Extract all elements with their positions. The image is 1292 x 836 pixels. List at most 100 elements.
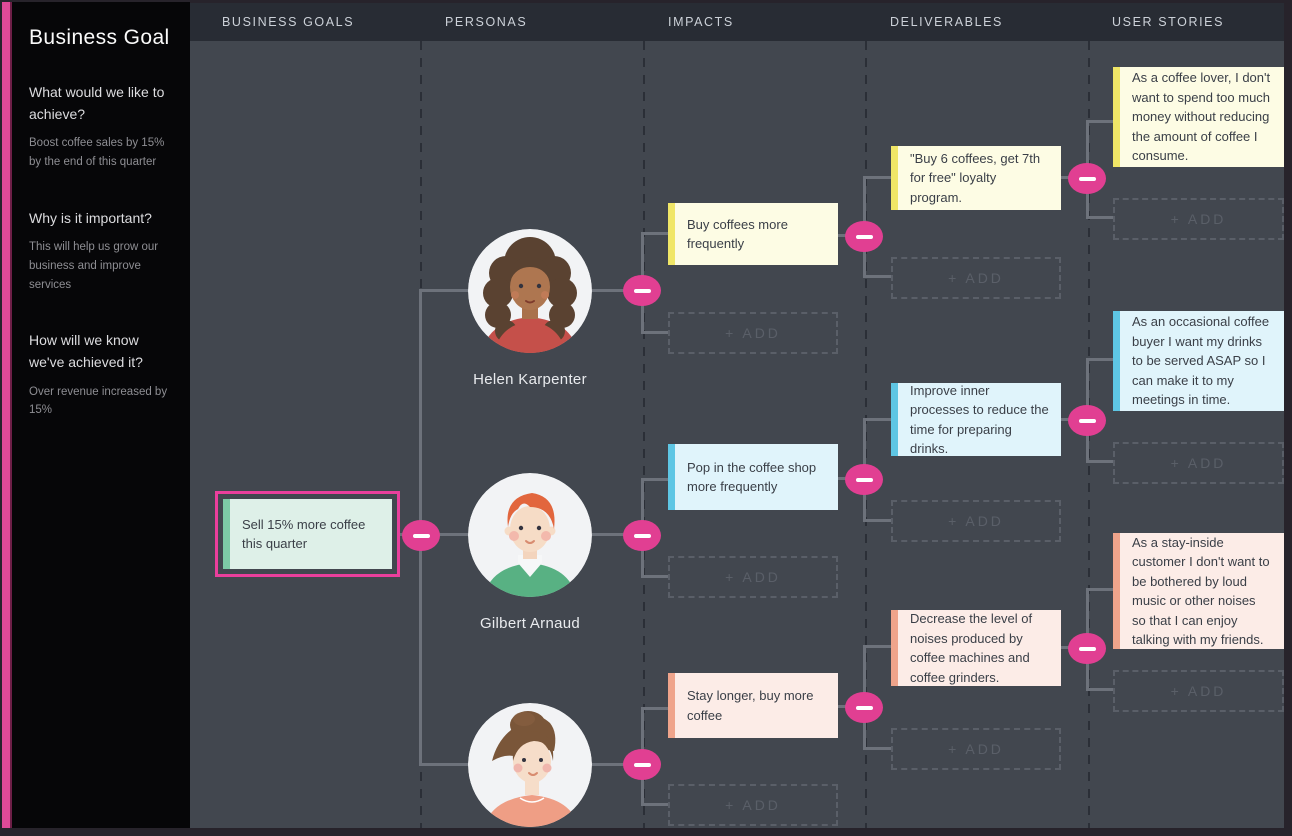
card-text: As a stay-inside customer I don't want t…: [1132, 534, 1270, 648]
impact-card[interactable]: Buy coffees more frequently: [668, 203, 838, 265]
add-label: + ADD: [1170, 455, 1227, 471]
persona-illustration-third: [468, 703, 592, 827]
add-label: + ADD: [725, 325, 781, 341]
sidebar-question-achieve: What would we like to achieve?: [29, 84, 165, 122]
add-label: + ADD: [948, 513, 1004, 529]
connector-line: [863, 275, 891, 278]
minus-icon: [1078, 176, 1096, 181]
sidebar-answer-achieve: Boost coffee sales by 15% by the end of …: [29, 137, 165, 168]
card-text: "Buy 6 coffees, get 7th for free" loyalt…: [910, 150, 1041, 205]
deliverable-card[interactable]: "Buy 6 coffees, get 7th for free" loyalt…: [891, 146, 1061, 210]
column-header-impacts: IMPACTS: [668, 15, 734, 29]
collapse-node-goal[interactable]: [402, 520, 440, 551]
add-deliverable-button[interactable]: + ADD: [891, 257, 1061, 299]
connector-line: [592, 533, 643, 536]
card-text: Improve inner processes to reduce the ti…: [910, 382, 1049, 457]
collapse-node-impact[interactable]: [845, 221, 883, 252]
add-impact-button[interactable]: + ADD: [668, 312, 838, 354]
persona-name: Gilbert Arnaud: [479, 615, 581, 632]
column-header-user-stories: USER STORIES: [1112, 15, 1225, 29]
add-user-story-button[interactable]: + ADD: [1113, 198, 1284, 240]
business-goal-sidebar: Business Goal What would we like to achi…: [12, 2, 190, 828]
connector-line: [419, 289, 470, 292]
connector-line: [641, 331, 668, 334]
add-label: + ADD: [1170, 211, 1227, 227]
collapse-node-impact[interactable]: [845, 464, 883, 495]
business-goal-card[interactable]: Sell 15% more coffee this quarter: [223, 499, 392, 569]
collapse-node-persona[interactable]: [623, 275, 661, 306]
collapse-node-deliverable[interactable]: [1068, 633, 1106, 664]
column-divider: [865, 41, 867, 828]
user-story-card[interactable]: As an occasional coffee buyer I want my …: [1113, 311, 1284, 411]
user-story-card[interactable]: As a stay-inside customer I don't want t…: [1113, 533, 1284, 649]
accent-strip: [2, 2, 12, 828]
connector-line: [1086, 216, 1113, 219]
minus-icon: [412, 533, 430, 538]
minus-icon: [1078, 646, 1096, 651]
connector-line: [863, 176, 891, 179]
minus-icon: [855, 705, 873, 710]
minus-icon: [855, 477, 873, 482]
minus-icon: [633, 762, 651, 767]
card-text: Buy coffees more frequently: [687, 216, 788, 252]
card-text: As an occasional coffee buyer I want my …: [1132, 314, 1270, 408]
add-user-story-button[interactable]: + ADD: [1113, 442, 1284, 484]
card-text: Stay longer, buy more coffee: [687, 688, 814, 723]
collapse-node-deliverable[interactable]: [1068, 405, 1106, 436]
sidebar-question-measure: How will we know we've achieved it?: [29, 332, 143, 370]
card-text: As a coffee lover, I don't want to spend…: [1132, 70, 1271, 164]
add-label: + ADD: [725, 797, 781, 813]
add-label: + ADD: [725, 569, 781, 585]
card-text: Pop in the coffee shop more frequently: [687, 459, 817, 495]
persona-avatar-third[interactable]: [468, 703, 592, 827]
connector-line: [1086, 358, 1113, 361]
column-header-business-goals: BUSINESS GOALS: [222, 15, 355, 29]
user-story-card[interactable]: As a coffee lover, I don't want to spend…: [1113, 67, 1284, 167]
connector-line: [1086, 588, 1113, 591]
sidebar-question-important: Why is it important?: [29, 209, 152, 226]
add-deliverable-button[interactable]: + ADD: [891, 728, 1061, 770]
connector-line: [641, 232, 668, 235]
persona-avatar-gilbert[interactable]: [468, 473, 592, 597]
add-label: + ADD: [948, 270, 1004, 286]
column-header-bar: BUSINESS GOALS PERSONAS IMPACTS DELIVERA…: [190, 3, 1284, 41]
collapse-node-deliverable[interactable]: [1068, 163, 1106, 194]
deliverable-card[interactable]: Improve inner processes to reduce the ti…: [891, 383, 1061, 456]
connector-line: [1086, 120, 1113, 123]
connector-line: [641, 803, 668, 806]
minus-icon: [855, 234, 873, 239]
minus-icon: [633, 288, 651, 293]
map-canvas: BUSINESS GOALS PERSONAS IMPACTS DELIVERA…: [190, 3, 1284, 828]
connector-line: [592, 763, 643, 766]
add-deliverable-button[interactable]: + ADD: [891, 500, 1061, 542]
impact-card[interactable]: Stay longer, buy more coffee: [668, 673, 838, 738]
sidebar-answer-measure: Over revenue increased by 15%: [29, 385, 168, 417]
connector-line: [863, 645, 891, 648]
deliverable-card[interactable]: Decrease the level of noises produced by…: [891, 610, 1061, 686]
collapse-node-persona[interactable]: [623, 749, 661, 780]
impact-card[interactable]: Pop in the coffee shop more frequently: [668, 444, 838, 510]
connector-line: [641, 575, 668, 578]
card-text: Decrease the level of noises produced by…: [910, 611, 1033, 685]
column-divider: [643, 41, 645, 828]
connector-line: [1086, 460, 1113, 463]
goal-selection-outline: Sell 15% more coffee this quarter: [215, 491, 400, 577]
connector-line: [1086, 688, 1113, 691]
add-impact-button[interactable]: + ADD: [668, 784, 838, 826]
column-header-personas: PERSONAS: [445, 15, 528, 29]
connector-line: [863, 418, 891, 421]
persona-name: Helen Karpenter: [473, 371, 587, 388]
connector-line: [641, 707, 668, 710]
connector-line: [592, 289, 643, 292]
persona-illustration-helen: [468, 229, 592, 353]
persona-avatar-helen[interactable]: [468, 229, 592, 353]
add-impact-button[interactable]: + ADD: [668, 556, 838, 598]
sidebar-title: Business Goal: [29, 26, 170, 49]
column-header-deliverables: DELIVERABLES: [890, 15, 1003, 29]
collapse-node-persona[interactable]: [623, 520, 661, 551]
connector-line: [863, 747, 891, 750]
add-label: + ADD: [948, 741, 1004, 757]
add-user-story-button[interactable]: + ADD: [1113, 670, 1284, 712]
collapse-node-impact[interactable]: [845, 692, 883, 723]
